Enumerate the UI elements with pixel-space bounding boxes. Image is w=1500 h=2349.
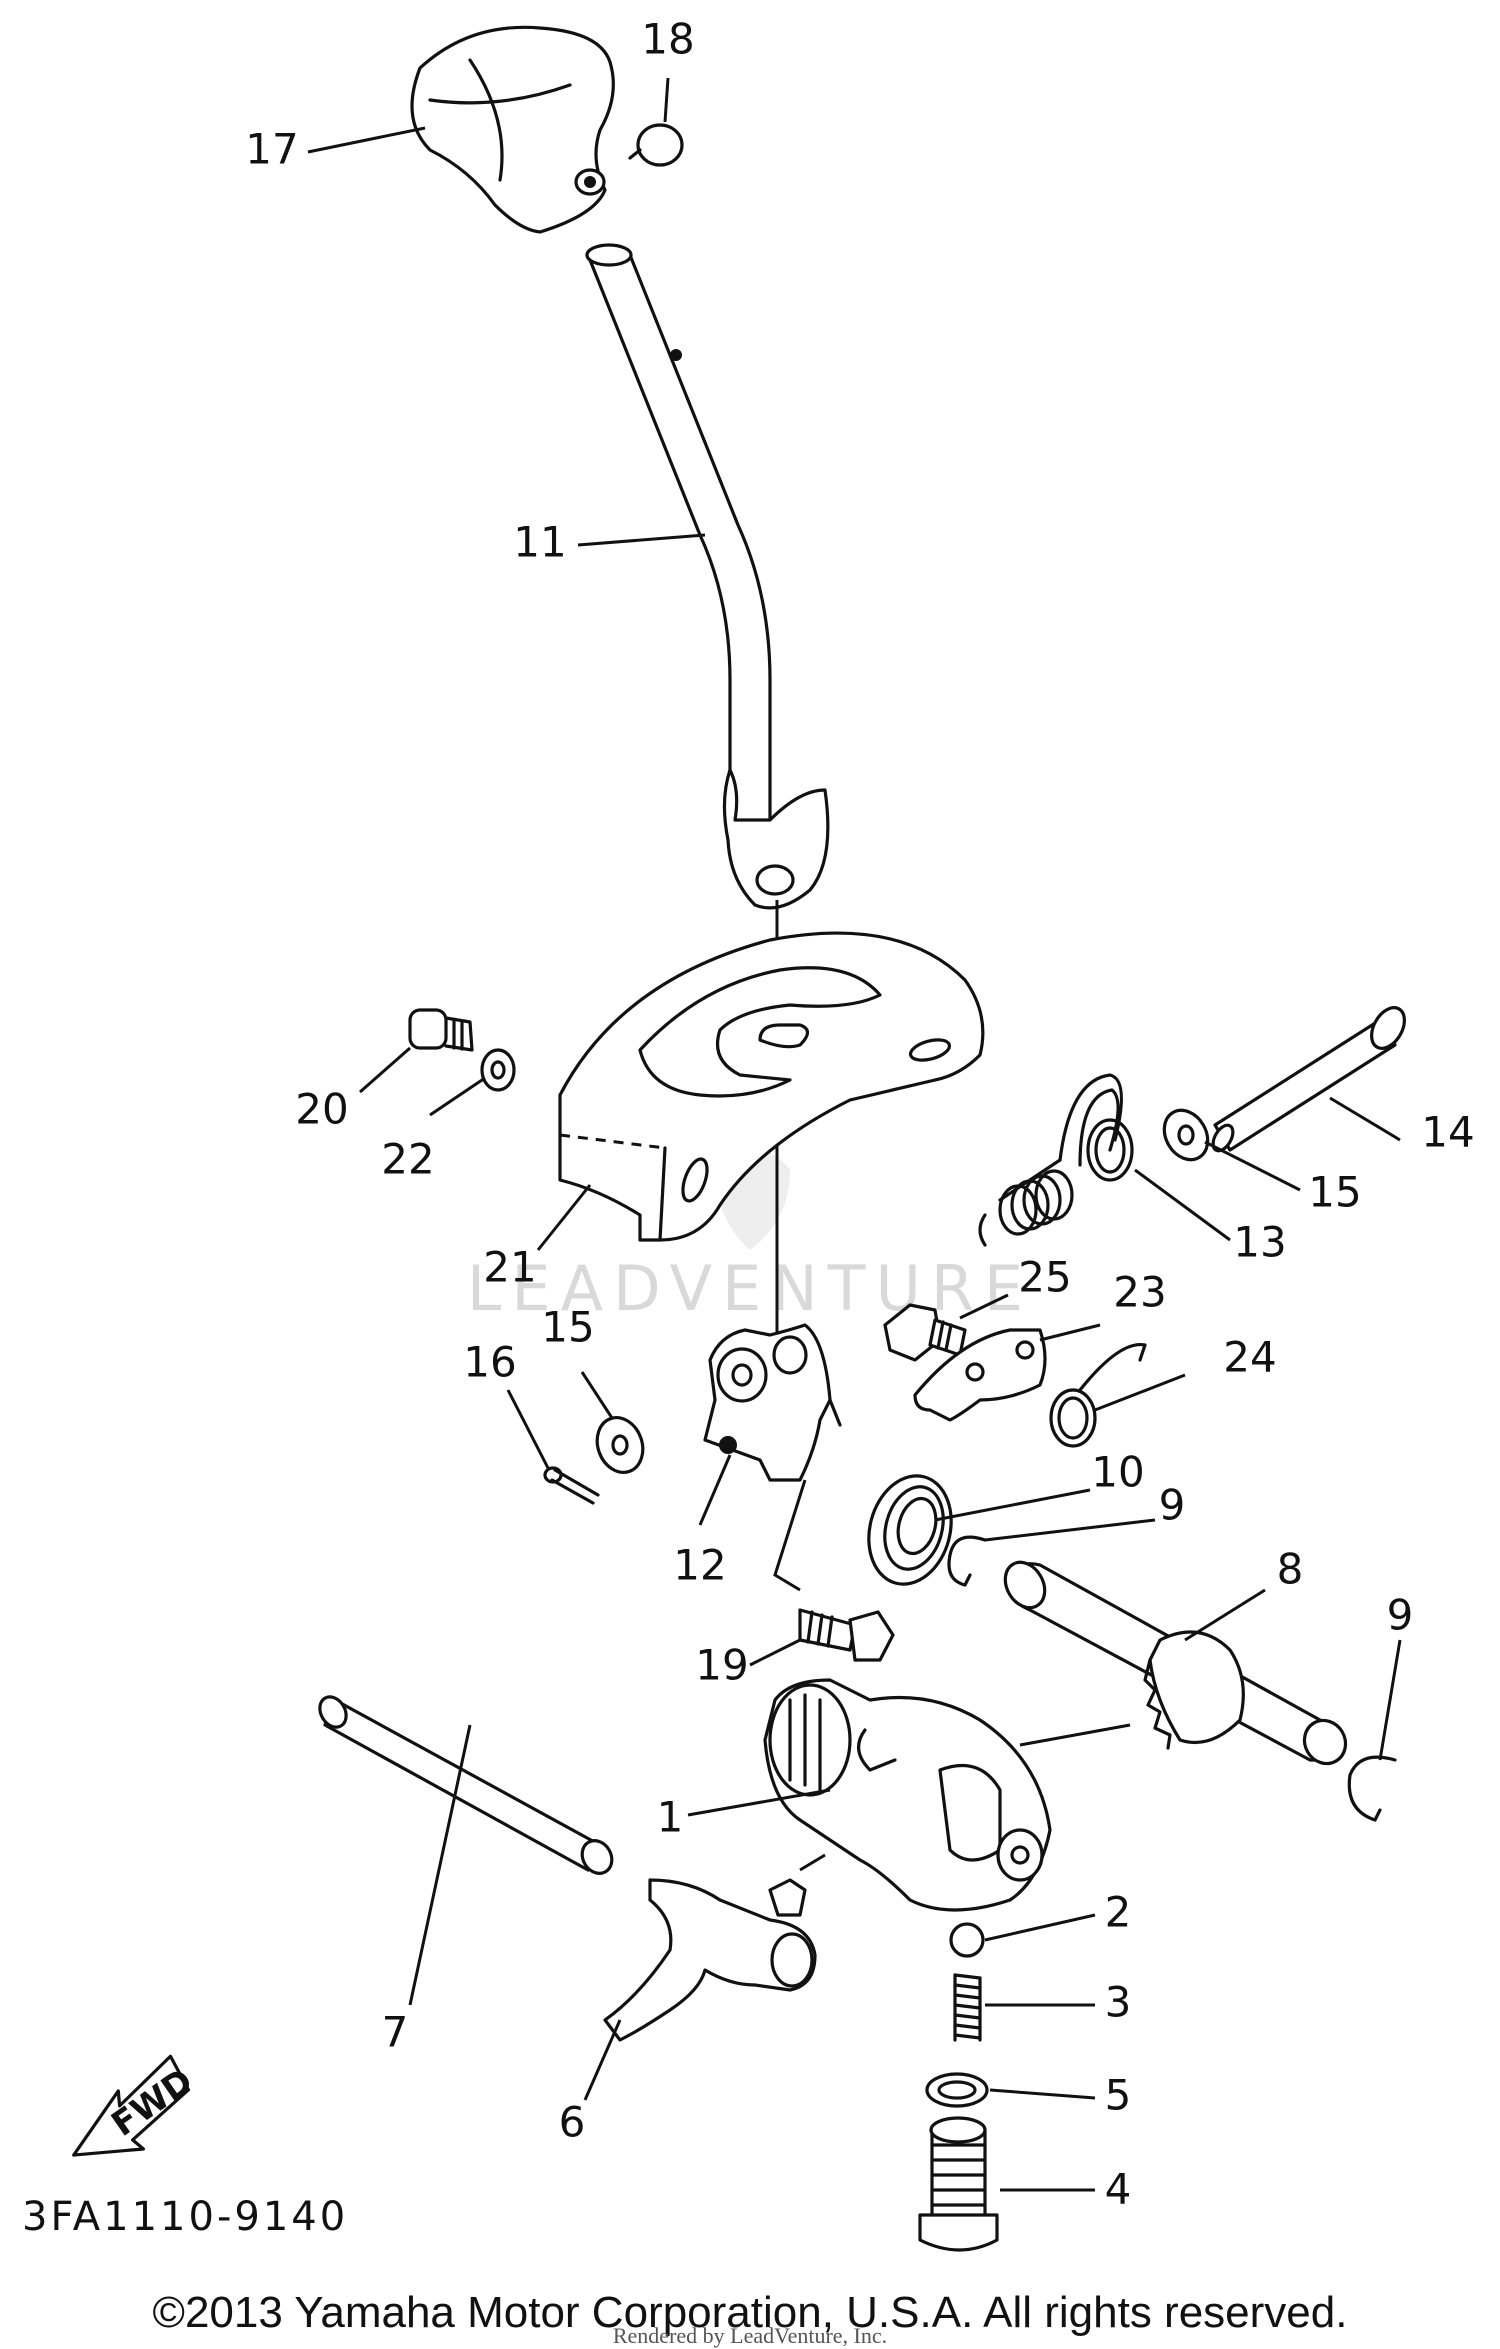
callout-8: 8 — [1277, 1545, 1304, 1594]
leader-22 — [429, 1076, 486, 1117]
leader-6 — [583, 2019, 622, 2101]
part-15-washer-upper[interactable] — [1156, 1102, 1217, 1167]
leader-21 — [536, 1184, 592, 1251]
leader-20 — [359, 1046, 411, 1094]
part-25-bolt[interactable] — [883, 1303, 967, 1362]
callout-18: 18 — [641, 15, 694, 64]
callout-3: 3 — [1105, 1978, 1132, 2027]
leader-25 — [959, 1293, 1009, 1320]
callout-12: 12 — [673, 1541, 726, 1590]
leader-7 — [408, 1724, 472, 2006]
callout-21: 21 — [483, 1243, 536, 1292]
part-13-spring[interactable] — [978, 1073, 1134, 1247]
part-24-spring[interactable] — [1049, 1342, 1147, 1448]
callout-15-upper: 15 — [1308, 1168, 1361, 1217]
part-9-circlip-right[interactable] — [1347, 1755, 1397, 1822]
callout-10: 10 — [1091, 1448, 1144, 1497]
leader-24 — [1094, 1373, 1186, 1412]
callouts: 17 18 11 20 22 21 14 15 13 25 23 24 15 1… — [245, 15, 1474, 2214]
callout-24: 24 — [1223, 1333, 1276, 1382]
leader-11 — [577, 533, 706, 547]
leader-16 — [506, 1389, 550, 1469]
part-21-shift-gate[interactable] — [558, 931, 985, 1242]
part-12-lever-bracket[interactable] — [703, 1323, 842, 1482]
callout-16: 16 — [463, 1338, 516, 1387]
part-16-cotter-pin[interactable] — [543, 1466, 600, 1505]
rendered-by-note: Rendered by LeadVenture, Inc. — [612, 2323, 888, 2348]
callout-22: 22 — [381, 1135, 434, 1184]
part-18-bolt[interactable] — [628, 123, 684, 167]
diagram-code: 3FA1110-9140 — [22, 2194, 348, 2240]
part-10-oil-seal[interactable] — [857, 1467, 963, 1594]
callout-1: 1 — [657, 1793, 684, 1842]
leader-18 — [663, 77, 670, 123]
leader-13 — [1134, 1168, 1231, 1242]
callout-6: 6 — [559, 2098, 586, 2147]
callout-7: 7 — [382, 2008, 409, 2057]
callout-9-right: 9 — [1387, 1591, 1414, 1640]
leader-10 — [934, 1488, 1091, 1522]
leader-9-left — [984, 1518, 1156, 1542]
part-4-plug-bolt[interactable] — [918, 2116, 999, 2252]
callout-11: 11 — [513, 518, 566, 567]
part-11-shift-lever[interactable] — [585, 243, 830, 910]
leader-17 — [307, 126, 426, 154]
callout-17: 17 — [245, 125, 298, 174]
part-9-circlip-left[interactable] — [947, 1535, 987, 1587]
callout-20: 20 — [295, 1085, 348, 1134]
callout-2: 2 — [1105, 1888, 1132, 1937]
callout-5: 5 — [1105, 2071, 1132, 2120]
leader-2 — [984, 1913, 1096, 1942]
callout-25: 25 — [1018, 1253, 1071, 1302]
part-22-washer[interactable] — [480, 1048, 516, 1092]
callout-4: 4 — [1105, 2165, 1132, 2214]
part-6-shift-fork[interactable] — [603, 1878, 817, 2042]
part-17-shift-knob[interactable] — [410, 25, 615, 234]
leader-lines — [307, 77, 1402, 2192]
leader-19 — [749, 1638, 801, 1667]
leader-23 — [1039, 1323, 1101, 1342]
callout-9-left: 9 — [1159, 1481, 1186, 1530]
part-7-fork-shaft[interactable] — [315, 1692, 618, 1879]
leader-9-right — [1378, 1639, 1402, 1761]
part-19-bolt[interactable] — [798, 1608, 895, 1662]
fwd-arrow: FWD — [72, 2054, 200, 2157]
part-8-shift-shaft[interactable] — [997, 1555, 1353, 1771]
copyright-notice: ©2013 Yamaha Motor Corporation, U.S.A. A… — [152, 2288, 1348, 2337]
assembly-line-fork — [799, 1853, 826, 1872]
leader-15-upper — [1204, 1140, 1301, 1192]
leader-14 — [1329, 1096, 1401, 1142]
callout-23: 23 — [1113, 1268, 1166, 1317]
leader-12 — [698, 1454, 732, 1526]
callout-19: 19 — [695, 1641, 748, 1690]
leader-1 — [687, 1788, 831, 1817]
callout-14: 14 — [1421, 1108, 1474, 1157]
part-1-shift-drum[interactable] — [763, 1678, 1052, 1912]
assembly-line-shaft — [1019, 1723, 1131, 1747]
callout-15-lower: 15 — [541, 1303, 594, 1352]
callout-13: 13 — [1233, 1218, 1286, 1267]
leader-15-lower — [580, 1371, 614, 1419]
part-20-bolt[interactable] — [408, 1008, 474, 1052]
part-23-stopper-plate[interactable] — [913, 1328, 1047, 1422]
part-14-pin[interactable] — [1209, 1002, 1411, 1154]
part-2-ball[interactable] — [949, 1922, 985, 1958]
assembly-line-bracket — [773, 1479, 807, 1592]
part-3-spring[interactable] — [953, 1973, 982, 2042]
leader-5 — [989, 2088, 1096, 2100]
part-5-gasket[interactable] — [925, 2072, 989, 2108]
leader-8 — [1184, 1588, 1266, 1642]
part-15-washer-lower[interactable] — [590, 1411, 650, 1479]
